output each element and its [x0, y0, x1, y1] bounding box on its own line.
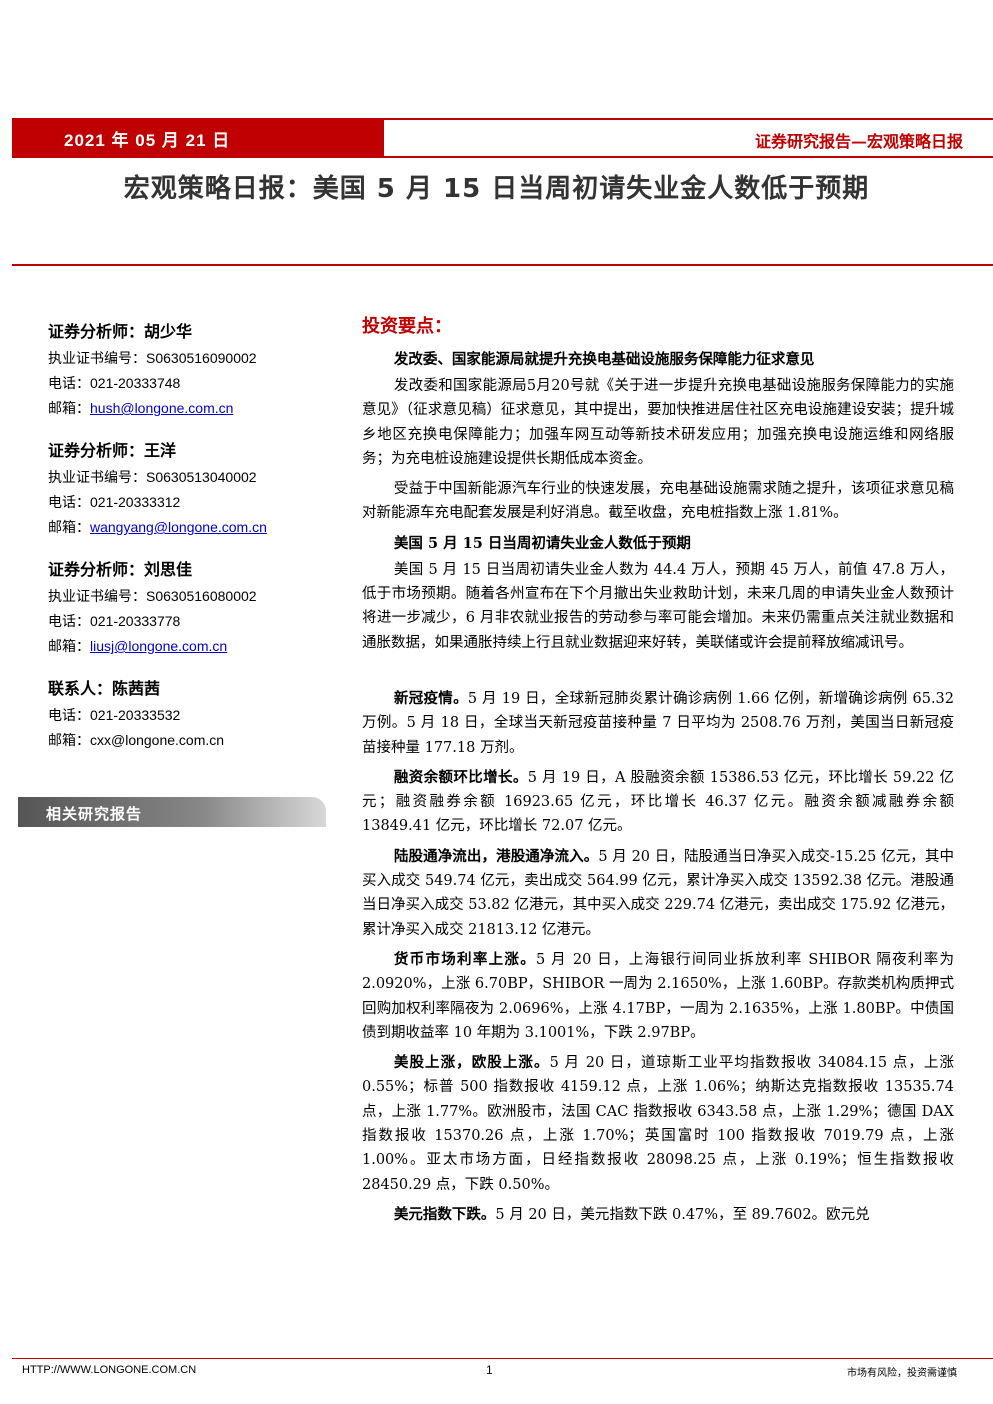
contact-phone: 电话：021-20333532	[48, 707, 181, 724]
header-type-block: 证券研究报告—宏观策略日报	[384, 118, 993, 158]
analyst-card: 证券分析师：王洋 执业证书编号：S0630513040002 电话：021-20…	[48, 437, 328, 540]
paragraph: 新冠疫情。5 月 19 日，全球新冠肺炎累计确诊病例 1.66 亿例，新增确诊病…	[362, 689, 955, 756]
header-bar: 2021 年 05 月 21 日 证券研究报告—宏观策略日报	[12, 118, 993, 158]
report-date: 2021 年 05 月 21 日	[64, 131, 231, 150]
analyst-name: 证券分析师：王洋	[48, 441, 177, 460]
analyst-phone: 电话：021-20333748	[48, 375, 181, 392]
analyst-name: 证券分析师：胡少华	[48, 322, 193, 341]
paragraph: 货币市场利率上涨。5 月 20 日，上海银行间同业拆放利率 SHIBOR 隔夜利…	[362, 950, 955, 1041]
risk-disclaimer: 市场有风险，投资需谨慎	[847, 1368, 957, 1379]
main-content: 投资要点： 发改委、国家能源局就提升充换电基础设施服务保障能力征求意见 发改委和…	[362, 312, 954, 1233]
subheading: 美国 5 月 15 日当周初请失业金人数低于预期	[393, 534, 691, 552]
contact-email: 邮箱：cxx@longone.com.cn	[48, 732, 225, 749]
paragraph: 美元指数下跌。5 月 20 日，美元指数下跌 0.47%，至 89.7602。欧…	[393, 1205, 870, 1223]
email-link[interactable]: hush@longone.com.cn	[90, 400, 234, 416]
paragraph: 陆股通净流出，港股通净流入。5 月 20 日，陆股通当日净买入成交-15.25 …	[362, 847, 954, 938]
email-link[interactable]: wangyang@longone.com.cn	[90, 519, 267, 535]
analyst-name: 证券分析师：刘思佳	[48, 560, 193, 579]
title-divider	[12, 264, 993, 266]
email-link[interactable]: liusj@longone.com.cn	[90, 638, 228, 654]
footer-divider	[12, 1358, 993, 1359]
report-title: 宏观策略日报：美国 5 月 15 日当周初请失业金人数低于预期	[123, 174, 870, 204]
footer-url[interactable]: HTTP://WWW.LONGONE.COM.CN	[22, 1364, 197, 1376]
related-reports-label: 相关研究报告	[46, 805, 143, 823]
analyst-card: 证券分析师：胡少华 执业证书编号：S0630516090002 电话：021-2…	[48, 318, 328, 421]
related-reports-tab: 相关研究报告	[18, 797, 326, 827]
analyst-phone: 电话：021-20333778	[48, 613, 181, 630]
paragraph: 受益于中国新能源汽车行业的快速发展，充电基础设施需求随之提升，该项征求意见稿对新…	[362, 481, 954, 522]
paragraph: 发改委和国家能源局5月20号就《关于进一步提升充换电基础设施服务保障能力的实施意…	[362, 378, 954, 467]
analyst-phone: 电话：021-20333312	[48, 494, 181, 511]
paragraph: 融资余额环比增长。5 月 19 日，A 股融资余额 15386.53 亿元，环比…	[362, 768, 954, 835]
analyst-cert: 执业证书编号：S0630513040002	[48, 469, 257, 486]
analyst-cert: 执业证书编号：S0630516090002	[48, 350, 257, 367]
header-date-block: 2021 年 05 月 21 日	[12, 118, 384, 158]
report-type: 证券研究报告—宏观策略日报	[754, 132, 963, 151]
analyst-email: 邮箱：liusj@longone.com.cn	[48, 638, 228, 655]
paragraph: 美国 5 月 15 日当周初请失业金人数为 44.4 万人，预期 45 万人，前…	[362, 561, 954, 651]
analyst-email: 邮箱：hush@longone.com.cn	[48, 400, 234, 417]
analyst-sidebar: 证券分析师：胡少华 执业证书编号：S0630516090002 电话：021-2…	[48, 318, 328, 769]
analyst-card: 证券分析师：刘思佳 执业证书编号：S0630516080002 电话：021-2…	[48, 556, 328, 659]
section-heading: 投资要点：	[362, 316, 452, 337]
paragraph: 美股上涨，欧股上涨。5 月 20 日，道琼斯工业平均指数报收 34084.15 …	[362, 1054, 954, 1193]
contact-name: 联系人：陈茜茜	[48, 679, 161, 698]
analyst-email: 邮箱：wangyang@longone.com.cn	[48, 519, 267, 536]
contact-card: 联系人：陈茜茜 电话：021-20333532 邮箱：cxx@longone.c…	[48, 675, 328, 753]
analyst-cert: 执业证书编号：S0630516080002	[48, 588, 257, 605]
subheading: 发改委、国家能源局就提升充换电基础设施服务保障能力征求意见	[393, 351, 815, 368]
page-number: 1	[486, 1363, 493, 1377]
